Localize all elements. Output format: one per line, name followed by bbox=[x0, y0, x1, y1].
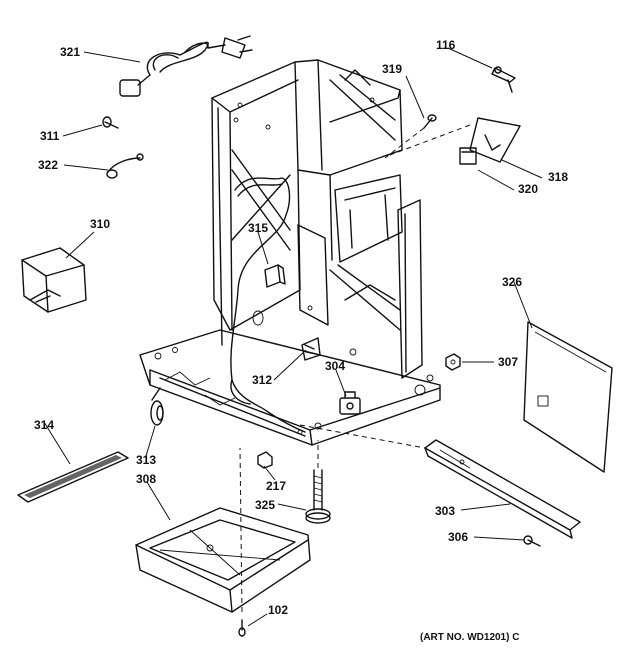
callout-102: 102 bbox=[268, 603, 288, 617]
callout-320: 320 bbox=[518, 182, 538, 196]
power-cord bbox=[119, 35, 253, 97]
rail-303 bbox=[424, 439, 581, 539]
nut-217 bbox=[257, 451, 273, 469]
callout-315: 315 bbox=[248, 221, 268, 235]
callout-313: 313 bbox=[136, 453, 156, 467]
leveling-leg-325 bbox=[305, 469, 331, 524]
tray-308-path bbox=[239, 447, 243, 613]
screw-306 bbox=[523, 535, 541, 547]
callout-312: 312 bbox=[252, 373, 272, 387]
callout-307: 307 bbox=[498, 355, 518, 369]
callout-310: 310 bbox=[90, 217, 110, 231]
switch-304 bbox=[339, 391, 361, 415]
connector-mount-plate bbox=[297, 224, 329, 326]
strip-314 bbox=[17, 451, 129, 503]
callout-326: 326 bbox=[502, 275, 522, 289]
screw-311 bbox=[102, 116, 119, 129]
callout-322: 322 bbox=[38, 158, 58, 172]
screw-319 bbox=[423, 114, 437, 129]
art-number: (ART NO. WD1201) C bbox=[420, 632, 519, 643]
callout-304: 304 bbox=[325, 359, 345, 373]
callout-314: 314 bbox=[34, 418, 54, 432]
part-116 bbox=[491, 66, 516, 93]
callout-311: 311 bbox=[40, 129, 60, 143]
base-tray-308 bbox=[135, 507, 311, 613]
screw-102 bbox=[238, 619, 246, 637]
wheel-313 bbox=[150, 387, 164, 426]
callout-labels: 321 116 319 311 322 310 315 318 320 326 … bbox=[34, 38, 568, 643]
connector-315 bbox=[264, 264, 286, 288]
bracket-310 bbox=[21, 247, 87, 313]
callout-308: 308 bbox=[136, 472, 156, 486]
wire-harness bbox=[230, 177, 306, 433]
callout-217: 217 bbox=[266, 479, 286, 493]
part-312 bbox=[301, 337, 321, 361]
callout-318: 318 bbox=[548, 170, 568, 184]
callout-319: 319 bbox=[382, 62, 402, 76]
callout-321: 321 bbox=[60, 45, 80, 59]
callout-325: 325 bbox=[255, 498, 275, 512]
rail-303-path bbox=[299, 424, 426, 449]
part-322 bbox=[106, 153, 144, 179]
leader-lines bbox=[43, 47, 543, 627]
nut-307 bbox=[445, 353, 461, 371]
panel-326 bbox=[523, 321, 613, 473]
callout-306: 306 bbox=[448, 530, 468, 544]
callout-303: 303 bbox=[435, 504, 455, 518]
callout-116: 116 bbox=[436, 38, 456, 52]
main-frame bbox=[139, 59, 441, 446]
bracket-318 bbox=[459, 117, 521, 165]
